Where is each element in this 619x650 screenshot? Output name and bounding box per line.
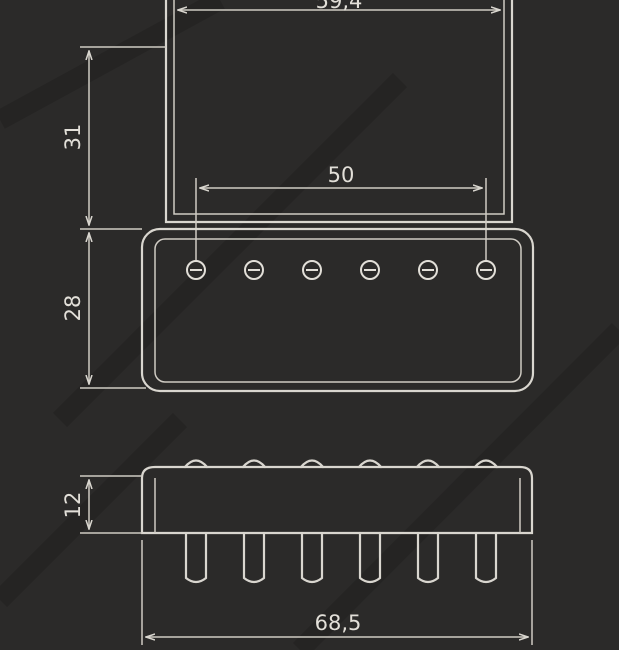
dimension-cover-height-label: 28 — [61, 295, 85, 322]
pole-screw-head — [183, 459, 209, 469]
pole-screw-head — [299, 459, 325, 469]
dimension-tab-height-label: 31 — [61, 124, 85, 151]
pole-screw-leg — [474, 531, 498, 584]
dimension-side-height: 12 — [61, 475, 142, 534]
pole-screw-leg — [358, 531, 382, 584]
dimension-top-width: 59,4 — [178, 0, 500, 13]
dimension-pole-spacing-label: 50 — [328, 163, 355, 187]
pole-screw-head — [357, 459, 383, 469]
pickup-cover-top-view — [140, 227, 535, 393]
pole-screw-leg — [300, 531, 324, 584]
pole-screw-leg — [416, 531, 440, 584]
dimension-cover-height: 28 — [61, 233, 146, 389]
dimension-top-width-label: 59,4 — [316, 0, 363, 13]
dimension-side-height-label: 12 — [61, 492, 85, 519]
dimension-tab-height: 31 — [61, 46, 166, 230]
dimension-pole-spacing: 50 — [195, 163, 487, 262]
mounting-bracket — [164, 0, 514, 224]
pole-pieces-side — [183, 459, 499, 584]
pole-screw-leg — [242, 531, 266, 584]
pole-screws-top — [186, 260, 496, 280]
pickup-cover-side-view — [140, 465, 534, 535]
pole-screw-leg — [184, 531, 208, 584]
pole-screw-head — [241, 459, 267, 469]
pole-screw-head — [415, 459, 441, 469]
dimension-overall-length-label: 68,5 — [315, 611, 362, 635]
dimension-overall-length: 68,5 — [141, 540, 533, 645]
pole-screw-head — [473, 459, 499, 469]
